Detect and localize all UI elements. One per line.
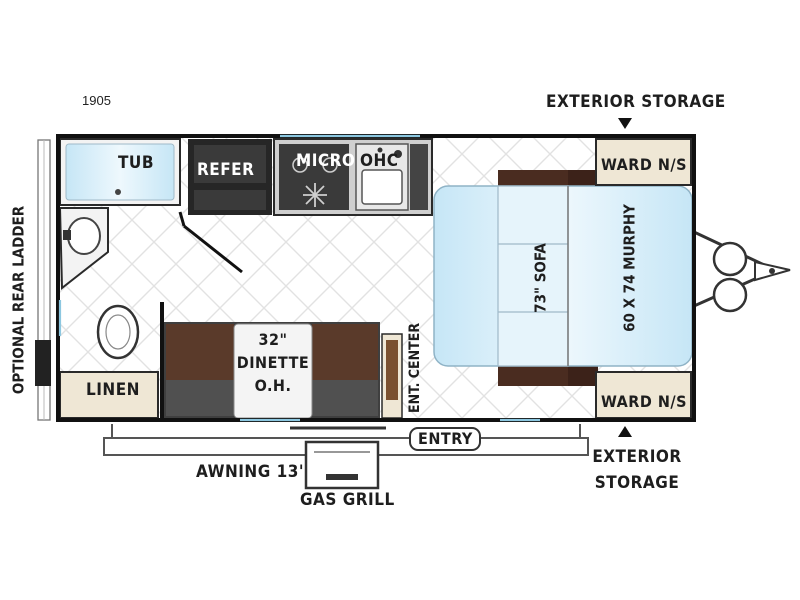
bathroom-sink: [58, 207, 109, 291]
entertainment-center: [381, 333, 403, 419]
toilet: [96, 304, 140, 360]
bathroom-wall: [160, 211, 243, 418]
dinette: [164, 322, 380, 419]
ohc-label: OHC: [360, 151, 399, 171]
rear-ladder-label: OPTIONAL REAR LADDER: [10, 205, 28, 394]
gas-grill-label: GAS GRILL: [300, 490, 395, 510]
refrigerator: [188, 139, 272, 215]
ward-bottom-label: WARD N/S: [601, 392, 688, 411]
burner-icon: [303, 183, 327, 207]
model-number: 1905: [82, 93, 111, 108]
murphy-bed: [433, 170, 693, 386]
entry-label: ENTRY: [418, 429, 473, 448]
micro-label: MICRO: [296, 151, 356, 171]
refer-label: REFER: [197, 160, 255, 180]
murphy-label: 60 X 74 MURPHY: [621, 204, 639, 332]
storage-arrow-bottom-icon: [618, 426, 632, 437]
wardrobe-top: [595, 138, 692, 186]
bathtub: [59, 138, 181, 206]
entry-door: [409, 427, 481, 451]
gas-grill: [290, 426, 386, 490]
awning-label: AWNING 13': [196, 462, 305, 482]
wardrobe-bottom: [595, 371, 692, 419]
ward-top-label: WARD N/S: [601, 155, 688, 174]
rear-ladder: [35, 139, 51, 421]
tub-label: TUB: [118, 153, 155, 173]
sofa-label: 73" SOFA: [532, 243, 550, 313]
ent-center-label: ENT. CENTER: [407, 323, 423, 413]
trailer-hitch: [693, 230, 791, 313]
exterior-storage-bottom-label: EXTERIOR STORAGE: [592, 447, 682, 493]
exterior-storage-top-label: EXTERIOR STORAGE: [546, 92, 726, 112]
galley-counter: [273, 138, 433, 216]
storage-arrow-top-icon: [618, 118, 632, 129]
dinette-label: 32" DINETTE O.H.: [236, 330, 310, 395]
linen-label: LINEN: [86, 380, 140, 400]
